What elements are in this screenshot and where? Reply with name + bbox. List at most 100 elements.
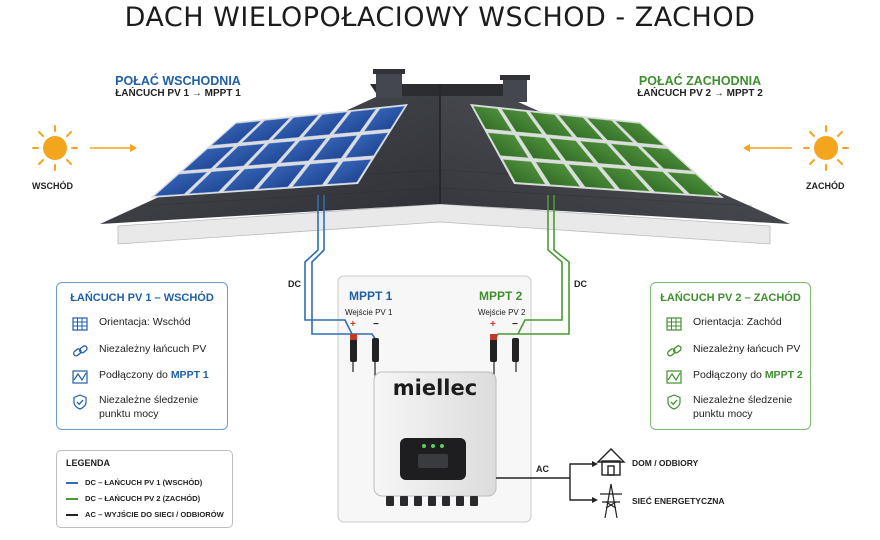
pv-west-module xyxy=(601,166,651,192)
card-pv2-mppt-highlight: MPPT 2 xyxy=(764,369,803,381)
pv-array-east xyxy=(150,104,408,198)
chimney-right xyxy=(503,78,527,102)
pv-east-module xyxy=(153,171,208,197)
input1-plus: + xyxy=(350,319,356,330)
pv-west-module xyxy=(518,135,562,161)
card-pv2-chain-text: Niezależny łańcuch PV xyxy=(693,343,801,355)
ac-cable xyxy=(496,463,592,501)
pv-east-module xyxy=(223,166,274,192)
card-pv2-title: ŁAŃCUCH PV 2 – ZACHÓD xyxy=(660,292,801,304)
legend-label-ac: AC – WYJŚCIE DO SIECI / ODBIORÓW xyxy=(85,510,224,519)
pv-west-module xyxy=(579,140,627,166)
pv-west-module xyxy=(568,164,616,190)
arrow-east-icon xyxy=(90,144,137,152)
pv-west-module xyxy=(558,114,604,140)
pv-east-module xyxy=(257,164,306,190)
inverter-unit xyxy=(373,371,497,506)
mc4-connectors xyxy=(350,334,519,380)
power-pylon-icon xyxy=(600,483,622,519)
pv-east-module xyxy=(363,105,406,132)
legend-label-pv1: DC – ŁAŃCUCH PV 1 (WSCHÓD) xyxy=(85,478,203,487)
pv-west-module xyxy=(610,143,660,169)
pv-west-module xyxy=(634,169,686,194)
pv-east-module xyxy=(345,132,389,159)
pv-east-module xyxy=(182,146,235,171)
grid-panel-icon xyxy=(72,317,88,331)
card-pv1-row-chain: Niezależny łańcuch PV xyxy=(71,342,206,360)
input2-label: Wejście PV 2 xyxy=(478,308,526,317)
legend-swatch-pv1 xyxy=(66,481,78,484)
pv-east-module xyxy=(211,120,262,146)
mppt2-label: MPPT 2 xyxy=(479,289,523,303)
pv-array-west xyxy=(470,104,724,198)
pv-west-module xyxy=(666,171,721,197)
legend-title: LEGENDA xyxy=(66,458,111,468)
pv-east-module xyxy=(326,159,372,185)
input2-plus: + xyxy=(490,319,496,330)
card-pv2-row-mppt: Podłączony do MPPT 2 xyxy=(665,368,803,386)
dc-cable-east xyxy=(304,195,377,341)
legend-item-pv1: DC – ŁAŃCUCH PV 1 (WSCHÓD) xyxy=(66,478,202,487)
input1-minus: − xyxy=(373,319,379,330)
dc-cable-west xyxy=(493,195,570,341)
home-label: DOM / ODBIORY xyxy=(632,458,699,468)
card-pv1-title: ŁAŃCUCH PV 1 – WSCHÓD xyxy=(70,292,214,304)
pv-east-module xyxy=(302,111,348,138)
pv-east-module xyxy=(333,108,377,135)
west-header-sub: ŁAŃCUCH PV 2 → MPPT 2 xyxy=(637,88,763,99)
legend-item-ac: AC – WYJŚCIE DO SIECI / ODBIORÓW xyxy=(66,510,224,519)
dc-right-label: DC xyxy=(574,279,587,289)
sun-west-icon xyxy=(803,125,849,171)
card-pv2-orientation-text: Orientacja: Zachód xyxy=(693,316,782,328)
pv-west-module xyxy=(529,111,574,138)
input2-minus: − xyxy=(512,319,518,330)
house-icon xyxy=(596,448,626,476)
west-header-title: POŁAĆ ZACHODNIA xyxy=(638,74,762,88)
ac-label: AC xyxy=(536,464,549,474)
card-pv1-mppt-highlight: MPPT 1 xyxy=(170,369,209,381)
pv-west-module xyxy=(640,146,693,171)
legend-item-pv2: DC – ŁAŃCUCH PV 2 (ZACHÓD) xyxy=(66,494,200,503)
legend: LEGENDA DC – ŁAŃCUCH PV 1 (WSCHÓD) DC – … xyxy=(56,450,233,528)
grid-label: SIEĆ ENERGETYCZNA xyxy=(632,496,725,506)
pv-west-module xyxy=(586,117,634,143)
east-header-title: POŁAĆ WSCHODNIA xyxy=(115,74,241,88)
pv-east-module xyxy=(247,140,296,166)
legend-label-pv2: DC – ŁAŃCUCH PV 2 (ZACHÓD) xyxy=(85,494,201,503)
card-pv1-row-mppt: Podłączony do MPPT 1 xyxy=(71,368,209,386)
chimney-left xyxy=(376,72,402,98)
card-pv1-chain-text: Niezależny łańcuch PV xyxy=(99,343,207,355)
sun-east-icon xyxy=(32,125,78,171)
pv-west-module xyxy=(502,159,546,185)
grid-panel-icon xyxy=(666,317,682,331)
card-pv2-tracking-text: Niezależne śledzenie xyxy=(693,394,793,406)
pv-west-module xyxy=(548,138,595,164)
east-header: POŁAĆ WSCHODNIA ŁAŃCUCH PV 1 → MPPT 1 xyxy=(108,74,248,99)
sun-west-label: ZACHÓD xyxy=(806,181,845,191)
arrow-west-icon xyxy=(743,144,792,152)
pv-west-module xyxy=(501,108,543,135)
pv-east-module xyxy=(272,114,319,140)
dc-left-label: DC xyxy=(288,279,301,289)
sun-east-label: WSCHÓD xyxy=(32,181,73,191)
card-pv2-tracking-text2: punktu mocy xyxy=(693,408,753,420)
west-header: POŁAĆ ZACHODNIA ŁAŃCUCH PV 2 → MPPT 2 xyxy=(630,74,770,99)
card-pv1-tracking-text: Niezależne śledzenie xyxy=(99,394,199,406)
card-pv1-row-orientation: Orientacja: Wschód xyxy=(71,315,191,333)
page-title: DACH WIELOPOŁACIOWY WSCHOD - ZACHOD xyxy=(124,2,756,33)
input1-label: Wejście PV 1 xyxy=(345,308,393,317)
card-pv2-mppt-text: Podłączony do xyxy=(693,369,762,381)
link-chain-icon xyxy=(73,345,88,357)
shield-check-icon xyxy=(667,394,681,410)
legend-swatch-pv2 xyxy=(66,497,78,500)
card-pv1-tracking-text2: punktu mocy xyxy=(99,408,159,420)
card-pv2-west: ŁAŃCUCH PV 2 – ZACHÓD Orientacja: Zachód… xyxy=(650,282,811,430)
pv-west-module xyxy=(472,105,513,132)
pv-west-module xyxy=(487,132,529,159)
pv-east-module xyxy=(312,135,358,161)
pv-west-module xyxy=(615,120,665,146)
card-pv2-row-chain: Niezależny łańcuch PV xyxy=(665,342,800,360)
east-header-sub: ŁAŃCUCH PV 1 → MPPT 1 xyxy=(115,88,241,99)
dc-wave-icon xyxy=(72,370,88,384)
